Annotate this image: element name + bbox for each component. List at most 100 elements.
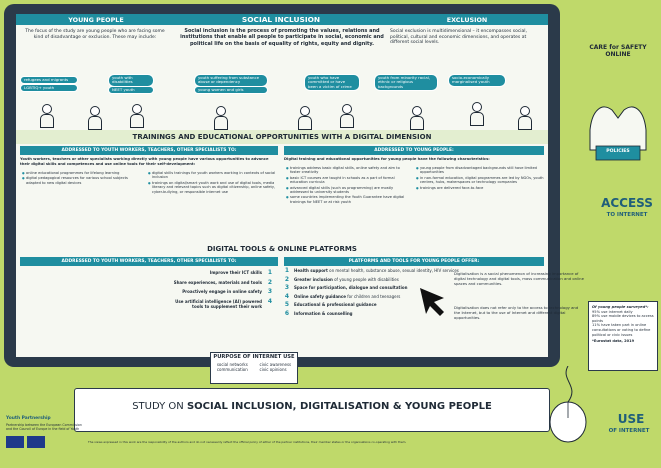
exclusion-header-text: EXCLUSION (446, 15, 488, 24)
group-chip: NEET youth (108, 86, 154, 95)
list-item: trainings are delivered face-to-face (416, 186, 544, 191)
group-chip-label: refugees and migrants (24, 77, 69, 82)
tools-title: DIGITAL TOOLS & ONLINE PLATFORMS (207, 245, 357, 253)
purpose-title: PURPOSE OF INTERNET USE (213, 354, 295, 360)
list-item: Proactively engage in online safety (182, 289, 262, 295)
list-item: advanced digital skills (such as program… (286, 186, 410, 195)
young-people-text: The focus of the study are young people … (25, 29, 165, 40)
list-item: in non-formal education, digital program… (416, 176, 544, 185)
training-left-list-2: digital skills trainings for youth worke… (148, 171, 278, 195)
tools-right-numbers: 1 2 3 4 5 6 (282, 268, 292, 317)
survey-item: 89% use mobile devices to access points (592, 314, 654, 323)
tools-left-head: ADDRESSED TO YOUTH WORKERS, TEACHERS, OT… (20, 257, 278, 266)
group-chip: young women and girls (194, 86, 268, 95)
use-label: USE (617, 412, 645, 426)
list-item: Share experiences, materials and tools (173, 279, 262, 285)
list-item: trainings address basic digital skills, … (286, 166, 410, 175)
number-badge: 3 (284, 284, 290, 292)
list-item: Use artificial intelligence (AI) powered… (175, 298, 262, 310)
number-badge: 5 (284, 301, 290, 309)
training-left-head: ADDRESSED TO YOUTH WORKERS, TEACHERS, OT… (20, 146, 278, 155)
exclusion-text: Social exclusion is multidimensional – i… (390, 29, 527, 46)
logo-desc: Partnership between the European Commiss… (6, 423, 82, 431)
digitalisation-text-2: Digitalisation does not refer only to th… (454, 305, 579, 320)
list-item: some countries implementing the Youth Gu… (286, 195, 410, 204)
list-item: young people from disadvantaged backgrou… (416, 166, 544, 175)
eu-flag-icon (6, 436, 24, 448)
survey-box: Of young people surveyed*: 95% use inter… (588, 301, 658, 371)
tools-right-head: PLATFORMS AND TOOLS FOR YOUNG PEOPLE OFF… (284, 257, 544, 266)
purpose-item: civic opinions (259, 367, 287, 372)
training-right-list-2: young people from disadvantaged backgrou… (416, 166, 544, 191)
social-inclusion-text: Social inclusion is the process of promo… (180, 28, 384, 47)
list-item: basic ICT courses are taught in schools … (286, 176, 410, 185)
access-label: ACCESS (601, 196, 653, 210)
hands-book-icon (589, 106, 647, 161)
logo-name: Youth Partnership (6, 416, 51, 421)
number-badge: 4 (284, 292, 290, 300)
logo-area: Youth Partnership Partnership between th… (6, 416, 82, 462)
group-chip: youth who have committed or have been a … (304, 74, 360, 92)
survey-item: 95% use internet daily (592, 309, 633, 314)
person-figure (128, 104, 146, 128)
training-right-head: ADDRESSED TO YOUNG PEOPLE: (284, 146, 544, 155)
list-item: Health support on mental health, substan… (294, 268, 474, 274)
person-figure (212, 106, 230, 130)
group-chip-label: youth from minority racial, ethnic or re… (378, 75, 431, 89)
number-badge: 4 (267, 297, 273, 305)
list-item: Online safety guidance for children and … (294, 294, 474, 300)
person-figure (408, 106, 426, 130)
training-right-intro: Digital training and educational opportu… (284, 157, 490, 161)
footnote: The views expressed in this work are the… (88, 440, 407, 444)
group-chip-label: youth suffering from substance abuse or … (198, 75, 259, 85)
list-item: Improve their ICT skills (209, 270, 262, 275)
purpose-item: communication (216, 367, 248, 372)
training-left-list-1: online educational programmes for lifelo… (22, 171, 142, 186)
study-title-prefix: STUDY ON (132, 401, 187, 412)
item-bold: Health support (294, 268, 328, 273)
tools-left-list: Improve their ICT skills Share experienc… (166, 270, 262, 310)
survey-item: 11% have taken part in online consultati… (592, 323, 651, 337)
training-left-intro: Youth workers, teachers or other special… (20, 157, 269, 166)
monitor-frame: YOUNG PEOPLE SOCIAL INCLUSION EXCLUSION … (4, 4, 560, 367)
young-people-header-text: YOUNG PEOPLE (68, 15, 124, 24)
group-chip-label: youth who have committed or have been a … (308, 75, 352, 89)
access-sublabel: TO INTERNET (606, 212, 648, 218)
person-figure (338, 104, 356, 128)
group-chip: youth with disabilities (108, 74, 154, 87)
keyboard: STUDY ON SOCIAL INCLUSION, DIGITALISATIO… (74, 388, 550, 432)
group-chip-label: socio-economically marginalised youth (452, 75, 490, 85)
item-bold: Educational & professional guidance (294, 302, 377, 308)
number-badge: 6 (284, 309, 290, 317)
training-title: TRAININGS AND EDUCATIONAL OPPORTUNITIES … (16, 130, 548, 144)
list-item: online educational programmes for lifelo… (22, 171, 142, 176)
number-badge: 2 (267, 278, 273, 286)
mouse-icon (549, 366, 587, 443)
purpose-box: PURPOSE OF INTERNET USE social networks … (210, 352, 298, 384)
group-chip-label: youth with disabilities (112, 75, 133, 85)
digitalisation-text: Digitalisation is a social phenomenon of… (454, 271, 584, 286)
training-right-list-1: trainings address basic digital skills, … (286, 166, 410, 205)
tools-right-list: Health support on mental health, substan… (294, 268, 474, 317)
number-badge: 3 (267, 288, 273, 296)
item-bold: Information & counselling (294, 310, 353, 316)
person-figure (38, 104, 56, 128)
person-figure (86, 106, 104, 130)
group-chip: socio-economically marginalised youth (448, 74, 506, 87)
use-sublabel: OF INTERNET (608, 428, 650, 434)
group-chip-label: LGBTIQ+ youth (24, 85, 55, 90)
list-item: digital pedagogical resources for variou… (22, 176, 142, 185)
survey-title: Of young people surveyed*: (592, 305, 649, 309)
list-item: Information & counselling (294, 311, 474, 317)
group-chip: youth suffering from substance abuse or … (194, 74, 268, 87)
item-detail: for children and teenagers (345, 293, 401, 299)
exclusion-header: EXCLUSION (386, 14, 548, 25)
council-of-europe-flag-icon (27, 436, 45, 448)
care-title: CARE for SAFETY ONLINE (589, 44, 647, 58)
item-bold: Online safety guidance (294, 293, 346, 299)
group-chip-label: NEET youth (112, 87, 135, 92)
monitor-screen: YOUNG PEOPLE SOCIAL INCLUSION EXCLUSION … (16, 14, 548, 357)
item-detail: of young people with disabilities (332, 276, 399, 282)
purpose-item: civic awareness (259, 362, 292, 367)
person-figure (468, 102, 486, 126)
